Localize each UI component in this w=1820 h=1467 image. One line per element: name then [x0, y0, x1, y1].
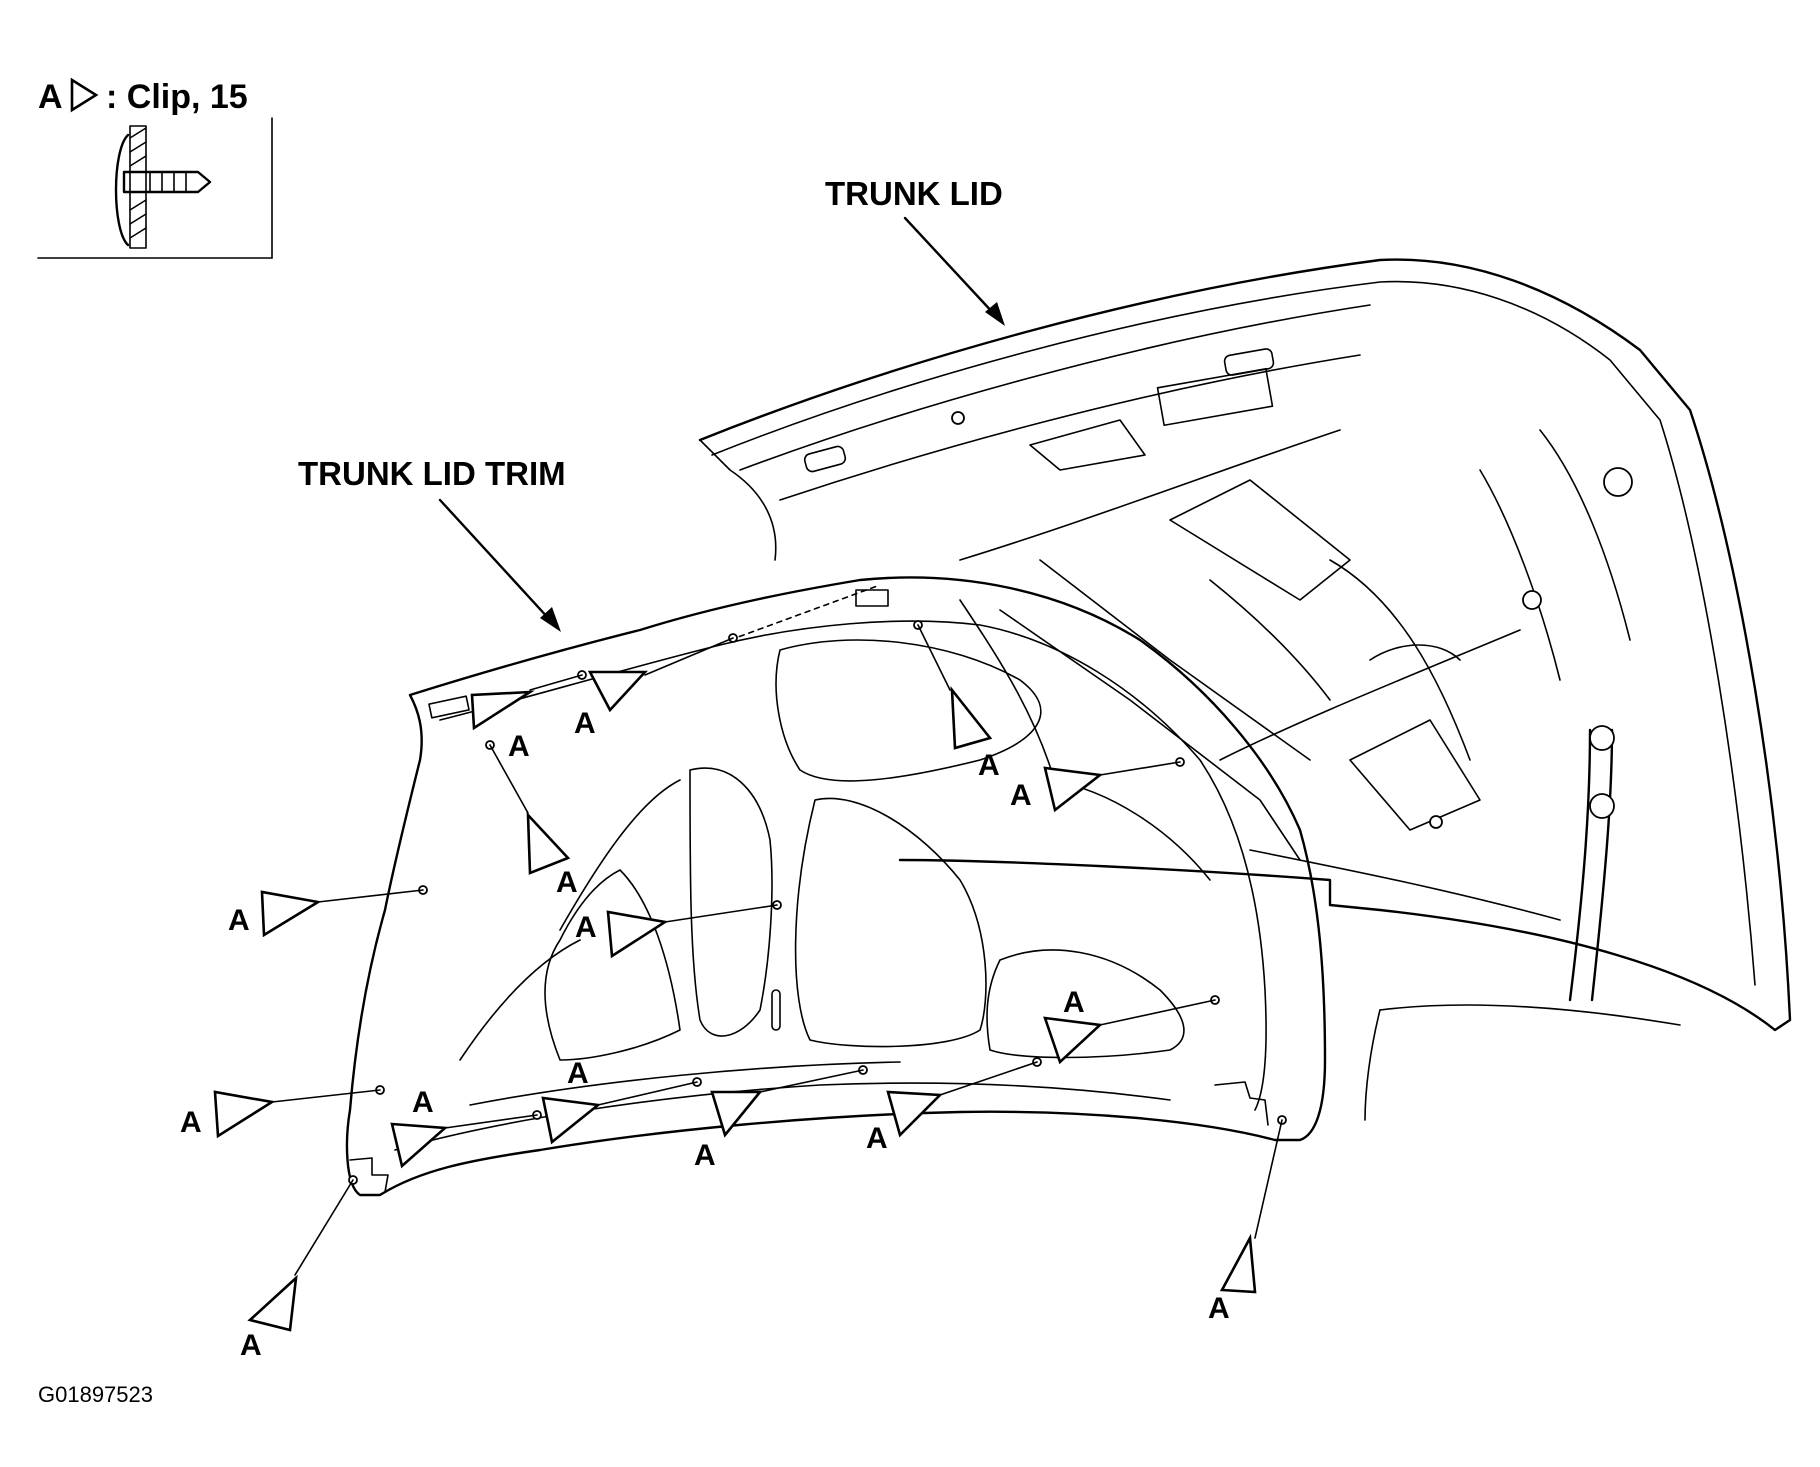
clip-marker-10: A: [541, 1057, 702, 1145]
trunk-lid: [698, 258, 1792, 1121]
svg-text:A: A: [1208, 1292, 1230, 1325]
svg-text:A: A: [228, 904, 250, 937]
clip-illustration: [114, 125, 212, 249]
trunk-lid-leader: [903, 216, 1005, 326]
svg-text:A: A: [978, 749, 1000, 782]
clip-markers: A A A A A A: [180, 620, 1287, 1362]
clip-marker-4: A: [1010, 757, 1185, 813]
clip-marker-9: A: [390, 1086, 542, 1169]
svg-text:A: A: [412, 1086, 434, 1119]
clip-marker-1: A: [470, 670, 587, 763]
legend: A : Clip, 15: [37, 77, 273, 259]
svg-text:A: A: [575, 911, 597, 944]
clip-marker-3: A: [913, 620, 1000, 782]
clip-marker-5: A: [485, 740, 578, 899]
trunk-lid-trim: [345, 576, 1327, 1197]
svg-text:A: A: [556, 866, 578, 899]
clip-marker-13: A: [1043, 986, 1220, 1065]
svg-text:A: A: [508, 730, 530, 763]
trunk-lid-label: TRUNK LID: [825, 175, 1003, 212]
clip-marker-12: A: [866, 1057, 1042, 1155]
clip-marker-7: A: [575, 900, 782, 959]
trunk-lid-trim-leader: [438, 498, 561, 632]
legend-clip-symbol: [70, 77, 99, 113]
trunk-lid-trim-label: TRUNK LID TRIM: [298, 455, 566, 492]
svg-text:A: A: [1010, 779, 1032, 812]
clip-marker-2: A: [574, 633, 738, 740]
svg-text:A: A: [694, 1139, 716, 1172]
svg-text:A: A: [1063, 986, 1085, 1019]
svg-text:A: A: [866, 1122, 888, 1155]
legend-letter: A: [38, 78, 63, 116]
figure-id: G01897523: [38, 1382, 153, 1407]
clip-marker-8: A: [180, 1085, 385, 1139]
svg-text:A: A: [180, 1106, 202, 1139]
clip-marker-6: A: [228, 885, 428, 938]
clip-marker-11: A: [694, 1065, 868, 1172]
clip-marker-15: A: [1208, 1115, 1287, 1325]
clip-marker-14: A: [240, 1175, 358, 1362]
legend-text: : Clip, 15: [106, 78, 248, 116]
svg-text:A: A: [574, 707, 596, 740]
svg-text:A: A: [567, 1057, 589, 1090]
svg-text:A: A: [240, 1329, 262, 1362]
